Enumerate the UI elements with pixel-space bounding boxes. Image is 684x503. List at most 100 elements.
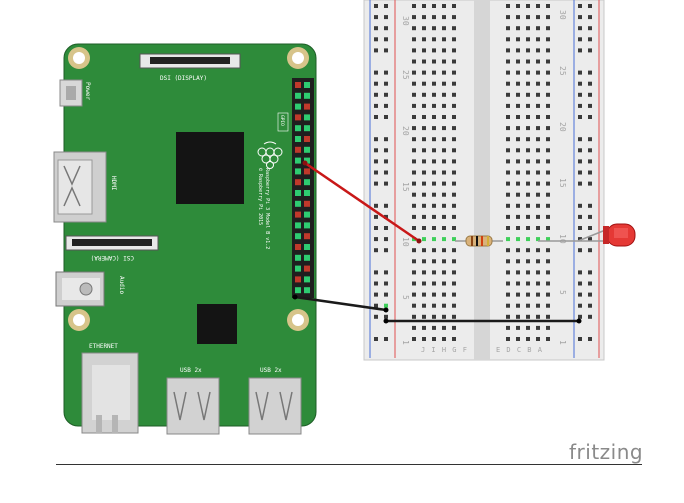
breadboard-hole [546, 148, 550, 153]
breadboard-hole [422, 59, 426, 64]
breadboard-hole [536, 170, 540, 175]
breadboard-hole [578, 159, 582, 164]
breadboard-hole [546, 48, 550, 53]
breadboard-hole [384, 148, 388, 153]
breadboard-hole [432, 92, 436, 97]
breadboard-hole [588, 137, 592, 142]
breadboard-hole [546, 103, 550, 108]
breadboard-hole [506, 337, 510, 341]
breadboard-hole [526, 59, 530, 64]
breadboard-hole [578, 4, 582, 8]
row-label-1: 1 [401, 340, 410, 345]
breadboard-hole [384, 214, 388, 219]
breadboard-hole [452, 292, 456, 297]
breadboard-hole [452, 37, 456, 42]
breadboard-hole [526, 325, 530, 330]
breadboard-hole [442, 325, 446, 330]
breadboard-hole [506, 214, 510, 219]
breadboard-hole [588, 303, 592, 308]
breadboard-hole [578, 15, 582, 20]
breadboard-hole [442, 314, 446, 319]
breadboard-hole [536, 103, 540, 108]
gpio-pin [304, 244, 310, 250]
breadboard-hole [506, 192, 510, 197]
breadboard-hole [578, 337, 582, 341]
breadboard-hole [412, 281, 416, 286]
breadboard-hole [452, 259, 456, 264]
breadboard-hole [412, 337, 416, 341]
breadboard-hole [578, 37, 582, 42]
breadboard-hole [536, 270, 540, 275]
breadboard-hole [516, 237, 520, 242]
breadboard-hole [506, 237, 510, 242]
breadboard-hole [546, 270, 550, 275]
breadboard-hole [432, 226, 436, 230]
breadboard-hole [506, 270, 510, 275]
breadboard-hole [506, 159, 510, 164]
breadboard-hole [432, 314, 436, 319]
csi-label: CSI (CAMERA) [91, 254, 134, 261]
breadboard-hole [516, 26, 520, 31]
breadboard-hole [536, 281, 540, 286]
row-label-30-right: 30 [558, 10, 567, 20]
breadboard-hole [452, 137, 456, 142]
breadboard-hole [526, 170, 530, 175]
signal-wire[interactable] [302, 160, 422, 244]
breadboard-hole [546, 281, 550, 286]
usb-right-label: USB 2x [260, 367, 282, 374]
breadboard-hole [412, 270, 416, 275]
breadboard-hole [374, 115, 378, 119]
breadboard-hole [374, 15, 378, 20]
breadboard-hole [374, 103, 378, 108]
breadboard-hole [546, 237, 550, 242]
breadboard-hole [506, 148, 510, 153]
breadboard-hole [526, 15, 530, 20]
breadboard-hole [412, 248, 416, 253]
breadboard-hole [452, 303, 456, 308]
row-label-25-right: 25 [558, 66, 567, 76]
breadboard-hole [506, 103, 510, 108]
resistor[interactable] [455, 235, 503, 247]
breadboard-hole [384, 4, 388, 8]
breadboard-hole [432, 81, 436, 86]
breadboard-hole [588, 37, 592, 42]
breadboard-hole [412, 226, 416, 230]
breadboard-hole [374, 26, 378, 31]
breadboard-hole [546, 259, 550, 264]
breadboard-hole [442, 203, 446, 208]
breadboard-hole [412, 259, 416, 264]
gpio-pin [295, 211, 301, 218]
breadboard-hole [442, 303, 446, 308]
breadboard-hole [442, 270, 446, 275]
gpio-pin [295, 233, 301, 240]
breadboard-hole [412, 115, 416, 119]
gpio-pin [304, 211, 310, 218]
breadboard-hole [432, 115, 436, 119]
breadboard-hole [442, 337, 446, 341]
ground-wire[interactable] [292, 294, 582, 324]
breadboard-hole [526, 248, 530, 253]
breadboard-hole [422, 259, 426, 264]
breadboard-hole [516, 70, 520, 75]
breadboard-hole [452, 103, 456, 108]
breadboard-hole [578, 137, 582, 142]
board-copyright: © Raspberry Pi 2015 [257, 168, 263, 225]
breadboard-hole [578, 92, 582, 97]
breadboard-hole [412, 103, 416, 108]
breadboard-hole [516, 59, 520, 64]
breadboard-hole [374, 281, 378, 286]
led[interactable] [538, 223, 636, 247]
breadboard-hole [588, 181, 592, 186]
breadboard-hole [536, 237, 540, 242]
breadboard-hole [432, 137, 436, 142]
breadboard-hole [442, 192, 446, 197]
breadboard-hole [516, 248, 520, 253]
breadboard-hole [536, 192, 540, 197]
gpio-pin [295, 287, 301, 294]
breadboard-hole [526, 92, 530, 97]
gpio-pin [295, 190, 301, 196]
audio-jack: Audio [55, 271, 125, 307]
breadboard-hole [384, 314, 388, 319]
breadboard-hole [516, 92, 520, 97]
breadboard-hole [422, 92, 426, 97]
